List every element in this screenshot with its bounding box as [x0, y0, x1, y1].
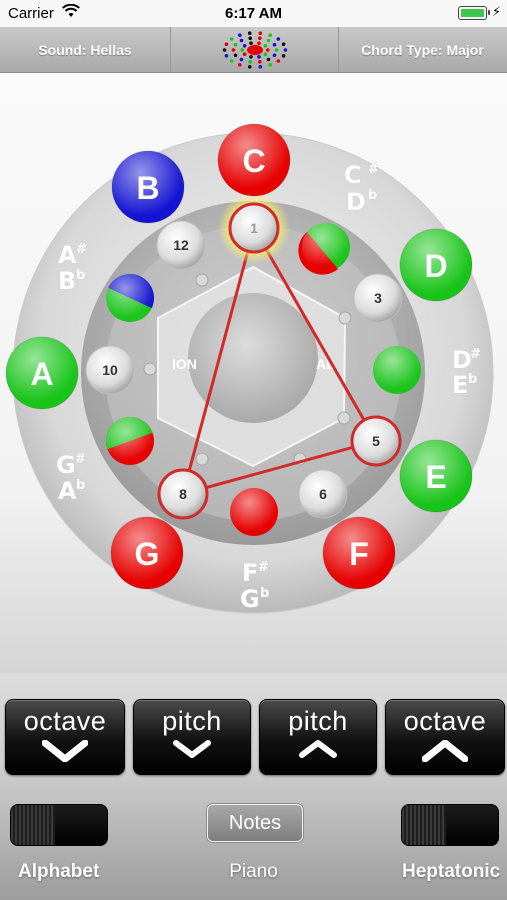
step-ball-3[interactable]: 3: [353, 273, 403, 323]
accidental-flat-2: E: [452, 371, 468, 399]
step-ball-12[interactable]: 12: [156, 220, 206, 270]
clock: 6:17 AM: [225, 5, 282, 22]
chevron-up-icon: [422, 740, 468, 762]
note-ball-label: C: [242, 143, 265, 179]
accidental-sharp-3: F: [242, 559, 258, 587]
chevron-up-icon: [299, 740, 337, 758]
note-ball-label: B: [136, 170, 159, 206]
accidental-sharp-1: C: [344, 161, 362, 189]
pitch-up-label: pitch: [288, 706, 348, 736]
step-ball-label: 3: [374, 290, 382, 306]
sharp-glyph: #: [470, 347, 481, 362]
wifi-icon: [62, 3, 80, 22]
octave-up-button[interactable]: octave: [385, 699, 505, 775]
carrier-label: Carrier: [8, 5, 54, 22]
step-ball-label: 8: [179, 486, 187, 502]
top-toolbar: Sound: Hellas Chord Type: Major: [0, 27, 507, 73]
note-ball-label: G: [135, 536, 160, 572]
accidental-sharp-2: D: [452, 346, 472, 374]
logo-button[interactable]: [170, 27, 339, 72]
note-ball-label: A: [30, 356, 53, 392]
hinge-dot: [337, 411, 351, 425]
split-ball-3[interactable]: [99, 410, 154, 465]
step-ball-1[interactable]: 1: [228, 202, 280, 254]
note-wheel: ION AL C # D b D # E b F # G b G: [5, 123, 494, 614]
accidental-sharp-4: G: [56, 451, 76, 479]
note-wheel-area: ION AL C # D b D # E b F # G b G: [0, 73, 507, 673]
note-ball-a[interactable]: A: [5, 336, 79, 410]
heptatonic-toggle[interactable]: [401, 804, 499, 846]
charging-icon: ⚡: [491, 4, 501, 19]
note-ball-d[interactable]: D: [399, 228, 473, 302]
hinge-dot: [143, 362, 157, 376]
step-ball-8[interactable]: 8: [157, 468, 209, 520]
hinge-dot: [338, 311, 352, 325]
pitch-down-label: pitch: [162, 706, 222, 736]
accidental-flat-5: B: [58, 267, 76, 295]
step-ball-label: 12: [173, 237, 189, 253]
sound-button[interactable]: Sound: Hellas: [38, 41, 132, 58]
octave-down-button[interactable]: octave: [5, 699, 125, 775]
pitch-up-button[interactable]: pitch: [259, 699, 377, 775]
step-ball-label: 10: [102, 362, 118, 378]
chevron-down-icon: [42, 740, 88, 762]
center-hub: [188, 293, 318, 423]
alphabet-label: Alphabet: [18, 861, 100, 882]
flat-glyph: b: [368, 188, 377, 203]
battery-icon: [458, 6, 490, 20]
step-ball-label: 6: [319, 486, 327, 502]
status-bar: Carrier 6:17 AM ⚡: [0, 0, 507, 27]
flat-glyph: b: [76, 478, 85, 493]
note-ball-f[interactable]: F: [322, 516, 396, 590]
sharp-glyph: #: [76, 242, 87, 257]
accidental-flat-3: G: [240, 585, 260, 613]
note-ball-label: D: [424, 248, 447, 284]
sharp-glyph: #: [75, 452, 86, 467]
green-ball[interactable]: [373, 346, 421, 394]
circle-dots-logo-icon: [222, 30, 287, 69]
note-ball-c[interactable]: C: [217, 123, 291, 197]
control-panel: octave pitch pitch octave Notes Alphabet…: [0, 673, 507, 900]
split-ball-2[interactable]: [106, 266, 162, 322]
note-ball-e[interactable]: E: [399, 439, 473, 513]
octave-down-label: octave: [23, 706, 107, 736]
flat-glyph: b: [76, 268, 85, 283]
step-ball-5[interactable]: 5: [350, 415, 402, 467]
note-ball-label: E: [425, 459, 446, 495]
step-ball-6[interactable]: 6: [298, 469, 348, 519]
step-ball-label: 1: [250, 220, 258, 236]
accidental-flat-4: A: [58, 477, 77, 505]
notes-button[interactable]: Notes: [207, 804, 303, 842]
sharp-glyph: #: [368, 162, 379, 177]
chord-type-button[interactable]: Chord Type: Major: [361, 41, 484, 58]
inner-left-text: ION: [172, 356, 197, 372]
split-ball-1[interactable]: [298, 223, 350, 275]
step-ball-label: 5: [372, 433, 380, 449]
note-ball-label: F: [349, 536, 369, 572]
alphabet-toggle[interactable]: [10, 804, 108, 846]
chevron-down-icon: [173, 740, 211, 758]
red-ball[interactable]: [230, 488, 278, 536]
heptatonic-label: Heptatonic: [402, 861, 501, 882]
note-ball-g[interactable]: G: [110, 516, 184, 590]
piano-label[interactable]: Piano: [229, 861, 278, 882]
step-ball-10[interactable]: 10: [85, 345, 135, 395]
octave-up-label: octave: [403, 706, 487, 736]
pitch-down-button[interactable]: pitch: [133, 699, 251, 775]
sharp-glyph: #: [258, 560, 269, 575]
note-ball-b[interactable]: B: [111, 150, 185, 224]
chord-triangle: [180, 224, 379, 497]
hinge-dot: [195, 273, 209, 287]
hinge-dot: [195, 452, 209, 466]
flat-glyph: b: [260, 586, 269, 601]
accidental-flat-1: D: [346, 188, 366, 216]
flat-glyph: b: [468, 372, 477, 387]
accidental-sharp-5: A: [58, 241, 77, 269]
